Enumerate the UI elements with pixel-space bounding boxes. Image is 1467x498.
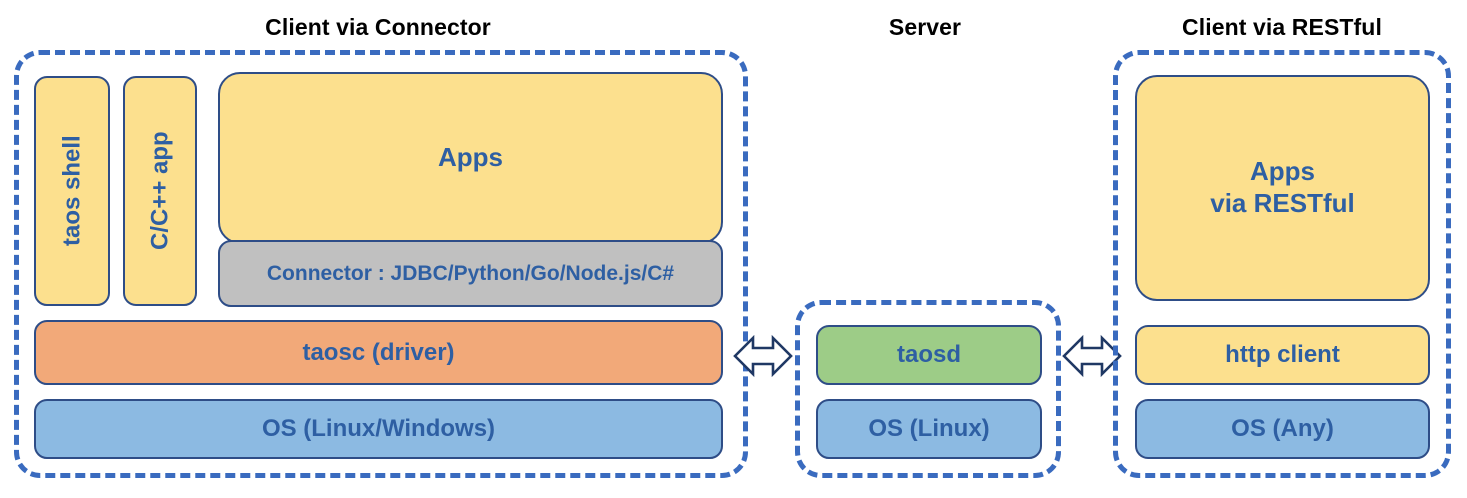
title-client-via-connector: Client via Connector xyxy=(265,14,491,40)
group-client-via-connector xyxy=(14,50,748,478)
box-connector-list[interactable]: Connector : JDBC/Python/Go/Node.js/C# xyxy=(218,240,723,307)
apps-restful-line-2: via RESTful xyxy=(1210,188,1355,218)
apps-restful-line-1: Apps xyxy=(1250,156,1315,187)
title-client-via-restful: Client via RESTful xyxy=(1182,14,1382,40)
bidirectional-arrow-icon-right xyxy=(1062,330,1122,382)
box-os-any[interactable]: OS (Any) xyxy=(1135,399,1430,459)
box-taosd[interactable]: taosd xyxy=(816,325,1042,385)
box-apps-via-restful[interactable]: Apps via RESTful xyxy=(1135,75,1430,301)
group-client-via-restful xyxy=(1113,50,1451,478)
box-taosc-driver[interactable]: taosc (driver) xyxy=(34,320,723,385)
box-c-cpp-app[interactable]: C/C++ app xyxy=(123,76,197,306)
box-os-linux-windows[interactable]: OS (Linux/Windows) xyxy=(34,399,723,459)
title-server: Server xyxy=(888,14,962,40)
group-server xyxy=(795,300,1061,478)
box-os-linux[interactable]: OS (Linux) xyxy=(816,399,1042,459)
box-taos-shell[interactable]: taos shell xyxy=(34,76,110,306)
box-apps-connector[interactable]: Apps xyxy=(218,72,723,244)
box-http-client[interactable]: http client xyxy=(1135,325,1430,385)
bidirectional-arrow-icon-left xyxy=(733,330,793,382)
